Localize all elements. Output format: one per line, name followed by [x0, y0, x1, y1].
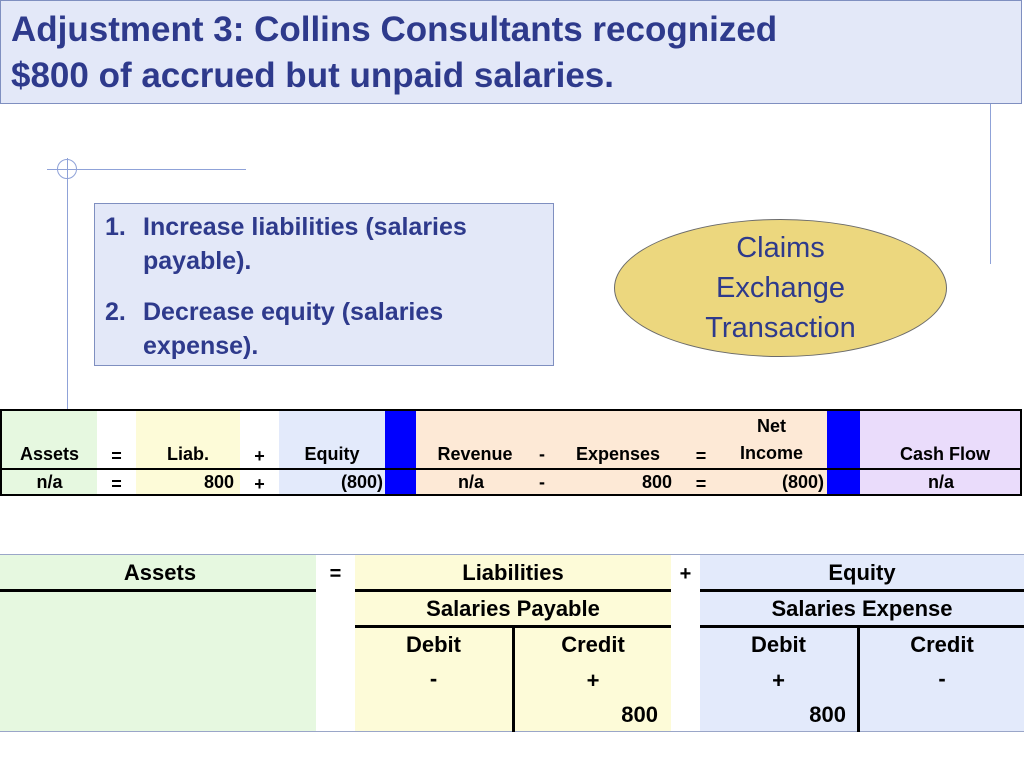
cash-flow-column-bg — [860, 411, 1020, 494]
value-equals-2: = — [695, 474, 707, 494]
salaries-expense-title: Salaries Expense — [771, 596, 953, 621]
title-line-2: $800 of accrued but unpaid salaries. — [11, 56, 614, 95]
se-credit-label: Credit — [910, 632, 974, 657]
assets-account-bg — [0, 554, 316, 732]
decor-circle — [57, 159, 77, 179]
header-assets: Assets — [19, 444, 80, 464]
transaction-type-line: Transaction — [705, 312, 856, 344]
step-number: 2. — [105, 298, 126, 326]
liabilities-header-underline — [355, 589, 671, 592]
divider-bar-2 — [827, 411, 860, 494]
header-equals: = — [111, 446, 122, 466]
salaries-payable-title: Salaries Payable — [426, 596, 600, 621]
sp-credit-sign: + — [586, 668, 600, 693]
sp-credit-value: 800 — [621, 702, 658, 727]
header-expenses: Expenses — [575, 444, 661, 464]
transaction-type-label: Claims Exchange Transaction — [615, 228, 946, 348]
header-equity: Equity — [304, 444, 360, 464]
table-row-divider — [2, 468, 1020, 470]
salaries-expense-t-line — [857, 625, 860, 732]
se-debit-sign: + — [772, 668, 785, 693]
step-text-line: payable). — [143, 247, 252, 275]
equity-column-bg — [279, 411, 385, 494]
equity-account-bg — [700, 554, 1024, 732]
salaries-payable-t-line — [512, 625, 515, 732]
equity-header-underline — [700, 589, 1024, 592]
se-debit-label: Debit — [751, 632, 806, 657]
slide-title: Adjustment 3: Collins Consultants recogn… — [11, 7, 1011, 99]
step-text-line: Decrease equity (salaries — [143, 298, 444, 326]
value-liabilities: 800 — [203, 472, 234, 492]
value-revenue: n/a — [457, 472, 484, 492]
equity-header: Equity — [828, 560, 896, 585]
header-cash-flow: Cash Flow — [899, 444, 990, 464]
header-minus: - — [539, 444, 545, 464]
sp-debit-label: Debit — [406, 632, 461, 657]
equals-sign: = — [329, 563, 342, 585]
header-liabilities: Liab. — [166, 444, 209, 464]
t-accounts-top-border — [0, 554, 1024, 555]
t-accounts: Assets = Liabilities + Equity Salaries P… — [0, 554, 1024, 732]
value-assets: n/a — [36, 472, 63, 492]
header-net-income-line: Net — [756, 416, 786, 436]
sp-debit-sign: - — [429, 666, 438, 691]
transaction-type-line: Exchange — [716, 272, 845, 304]
liabilities-header: Liabilities — [462, 560, 564, 585]
value-net-income: (800) — [781, 472, 824, 492]
se-credit-sign: - — [938, 666, 946, 691]
steps-box: 1. Increase liabilities (salaries payabl… — [94, 203, 554, 366]
assets-column-bg — [2, 411, 97, 494]
liab-column-bg — [136, 411, 240, 494]
step-text: Increase liabilities (salaries payable). — [143, 210, 543, 278]
step-text: Decrease equity (salaries expense). — [143, 295, 543, 363]
assets-header: Assets — [123, 560, 197, 585]
header-plus: + — [254, 446, 265, 466]
value-plus: + — [254, 474, 265, 494]
value-minus: - — [539, 472, 545, 492]
income-statement-bg — [416, 411, 827, 494]
decor-vertical-line-right — [990, 104, 991, 264]
step-number: 1. — [105, 213, 126, 241]
decor-horizontal-line — [47, 169, 246, 170]
header-equals-2: = — [695, 446, 707, 466]
header-revenue: Revenue — [437, 444, 513, 464]
salaries-expense-underline — [700, 625, 1024, 628]
value-equals: = — [111, 474, 122, 494]
step-text-line: expense). — [143, 332, 259, 360]
statements-table: Assets = Liab. + Equity Revenue - Expens… — [0, 409, 1022, 496]
se-debit-value: 800 — [809, 702, 846, 727]
sp-credit-label: Credit — [561, 632, 625, 657]
assets-header-underline — [0, 589, 316, 592]
plus-sign: + — [679, 563, 692, 585]
header-net-income-line: Income — [739, 443, 804, 463]
transaction-type-line: Claims — [736, 232, 825, 264]
value-cash-flow: n/a — [927, 472, 954, 492]
title-line-1: Adjustment 3: Collins Consultants recogn… — [11, 10, 778, 49]
value-expenses: 800 — [641, 472, 672, 492]
header-net-income: Net Income — [716, 416, 827, 464]
title-banner: Adjustment 3: Collins Consultants recogn… — [0, 0, 1022, 104]
divider-bar-1 — [385, 411, 416, 494]
transaction-type-ellipse: Claims Exchange Transaction — [614, 219, 947, 357]
value-equity: (800) — [340, 472, 383, 492]
decor-vertical-line-left — [67, 158, 68, 410]
step-text-line: Increase liabilities (salaries — [143, 213, 467, 241]
